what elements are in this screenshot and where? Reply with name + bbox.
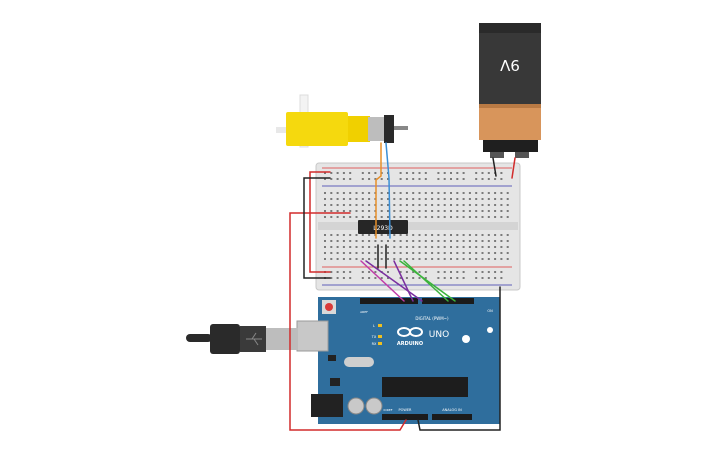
usb-symbol-icon bbox=[246, 332, 262, 346]
digital-pins-label: DIGITAL (PWM~) bbox=[415, 316, 449, 321]
dc-gear-motor[interactable] bbox=[276, 94, 408, 148]
breadboard[interactable] bbox=[315, 162, 521, 291]
wire-rail-black[interactable] bbox=[303, 177, 331, 279]
wire-signal-green-2[interactable] bbox=[403, 260, 449, 302]
wire-signal-purple-2[interactable] bbox=[393, 260, 414, 302]
wire-rail-red[interactable] bbox=[309, 171, 331, 273]
wires bbox=[289, 142, 516, 431]
chip-label: L293D bbox=[373, 225, 393, 232]
wire-motor-orange[interactable] bbox=[375, 142, 382, 239]
arduino-logo-text: ARDUINO bbox=[397, 341, 423, 347]
battery-9v[interactable]: 9V bbox=[479, 23, 541, 158]
usb-cable[interactable] bbox=[186, 324, 298, 354]
wire-signal-green-1[interactable] bbox=[399, 260, 456, 302]
l293d-chip[interactable]: L293D bbox=[358, 220, 408, 234]
on-led-label: ON bbox=[487, 309, 493, 313]
battery-label: 9V bbox=[499, 56, 520, 74]
arduino-uno[interactable]: ARDUINO UNO DIGITAL (PWM~) POWER ANALOG … bbox=[296, 297, 500, 424]
wire-motor-blue[interactable] bbox=[385, 142, 391, 239]
ioref-label: IOREF bbox=[384, 408, 393, 412]
power-pins-label: POWER bbox=[399, 408, 413, 412]
wire-signal-purple-1[interactable] bbox=[365, 260, 423, 302]
rx-led-label: RX bbox=[372, 342, 377, 346]
analog-pins-label: ANALOG IN bbox=[442, 408, 462, 412]
wire-signal-magenta[interactable] bbox=[360, 260, 405, 302]
arduino-model-label: UNO bbox=[429, 330, 449, 340]
wire-battery-black[interactable] bbox=[492, 157, 497, 177]
l-led-label: L bbox=[373, 324, 375, 328]
aref-label: AREF bbox=[360, 310, 368, 314]
breadboard-holes bbox=[324, 172, 509, 279]
tx-led-label: TX bbox=[371, 335, 377, 339]
arduino-logo-icon bbox=[397, 327, 423, 337]
wire-battery-red[interactable] bbox=[511, 157, 516, 179]
wire-right-black[interactable] bbox=[417, 286, 501, 431]
